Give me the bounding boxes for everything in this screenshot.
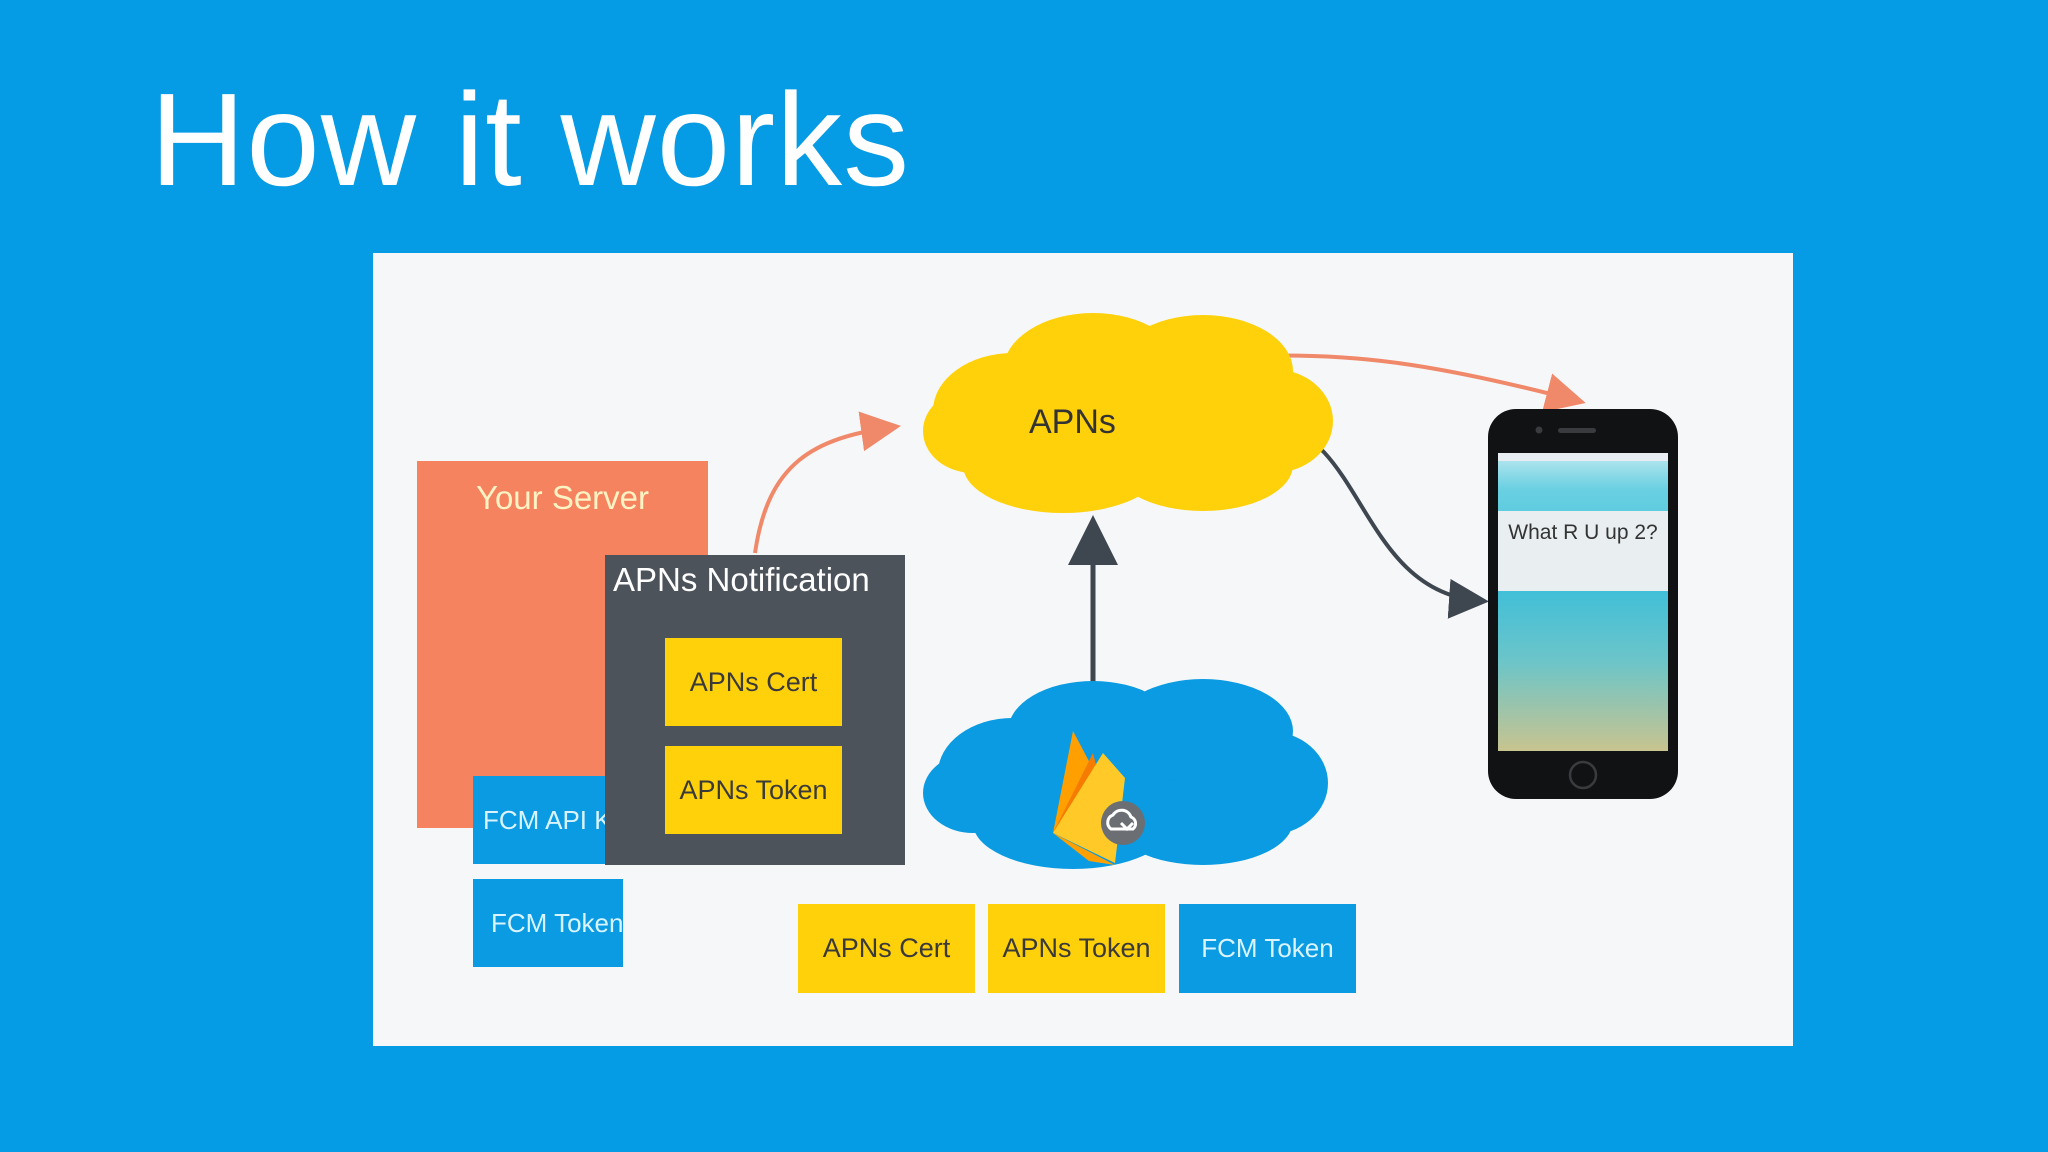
slide-title: How it works <box>150 66 911 213</box>
cloud-sync-icon <box>1101 801 1145 845</box>
server-label: Your Server <box>475 479 650 516</box>
store-apns-cert-box: APNs Cert <box>798 904 975 993</box>
store-apns-cert-label: APNs Cert <box>822 933 951 963</box>
phone-message: What R U up 2? <box>1508 521 1658 544</box>
arrow-apns-to-phone <box>1252 353 1586 413</box>
diagram-canvas <box>753 313 1678 869</box>
fcm-token-label: FCM Token <box>491 907 623 938</box>
store-fcm-token-box: FCM Token <box>1179 904 1356 993</box>
apns-notification-label: APNs Notification <box>613 561 870 598</box>
fcm-token-box: FCM Token <box>473 879 623 967</box>
arrow-server-to-apns <box>753 411 901 554</box>
apns-cloud <box>923 313 1333 513</box>
notification-apns-cert-label: APNs Cert <box>689 666 818 697</box>
apns-cloud-label: APNs <box>1029 403 1116 441</box>
store-apns-token-box: APNs Token <box>988 904 1165 993</box>
notification-apns-token-box: APNs Token <box>665 746 842 834</box>
fcm-api-key-box: FCM API Key <box>473 776 623 864</box>
notification-apns-cert-box: APNs Cert <box>665 638 842 726</box>
store-apns-token-label: APNs Token <box>1002 933 1151 963</box>
notification-apns-token-label: APNs Token <box>679 774 828 805</box>
apns-notification-box: APNs Notification APNs Cert APNs Token <box>605 555 905 865</box>
store-fcm-token-label: FCM Token <box>1201 933 1334 963</box>
diagram-panel: Your Server FCM API Key FCM Token APNs N… <box>373 253 1793 1046</box>
fcm-api-key-label: FCM API Key <box>483 804 623 835</box>
phone <box>1488 409 1678 799</box>
